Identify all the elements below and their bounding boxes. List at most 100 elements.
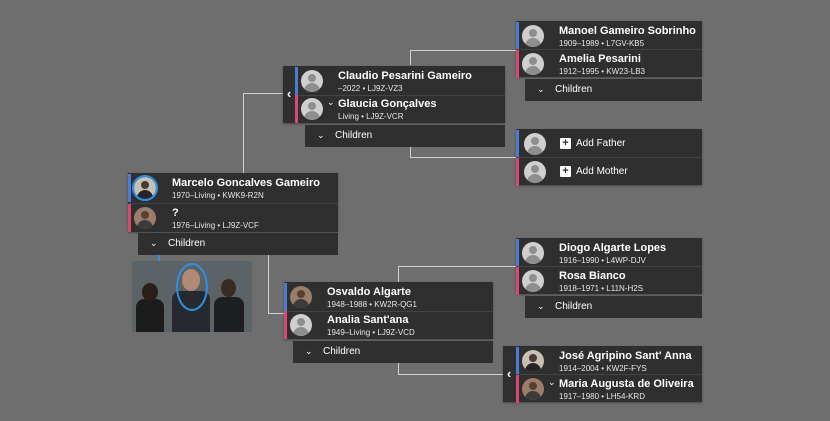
add-father-button[interactable]: + Add Father bbox=[516, 130, 702, 158]
family-photo[interactable] bbox=[132, 261, 252, 332]
connector-line bbox=[410, 50, 411, 65]
chevron-down-icon: ⌄ bbox=[305, 346, 313, 356]
chevron-down-icon[interactable]: ⌄ bbox=[548, 377, 556, 387]
chevron-left-icon[interactable]: ‹ bbox=[506, 366, 512, 381]
chevron-left-icon[interactable]: ‹ bbox=[286, 86, 292, 101]
connector-line bbox=[243, 93, 283, 94]
male-indicator bbox=[295, 67, 298, 95]
children-label: Children bbox=[168, 238, 206, 249]
person-name: Glaucia Gonçalves bbox=[338, 98, 437, 110]
person-placeholder-icon bbox=[522, 53, 544, 75]
chevron-down-icon: ⌄ bbox=[317, 130, 325, 140]
female-indicator bbox=[516, 50, 519, 78]
plus-icon: + bbox=[560, 166, 571, 177]
person-placeholder-icon bbox=[524, 161, 546, 183]
focus-couple-card: Marcelo Goncalves Gameiro 1970–Living • … bbox=[128, 173, 338, 232]
person-osvaldo[interactable]: Osvaldo Algarte 1948–1988 • KW2R-QG1 bbox=[284, 283, 493, 311]
children-label: Children bbox=[323, 346, 361, 357]
person-name: ? bbox=[172, 207, 179, 219]
children-toggle[interactable]: ⌄ Children bbox=[525, 79, 702, 101]
male-indicator bbox=[516, 239, 519, 267]
children-toggle[interactable]: ⌄ Children bbox=[138, 233, 338, 255]
highlight-ring bbox=[176, 263, 208, 311]
person-maria[interactable]: ⌄ Maria Augusta de Oliveira 1917–1980 • … bbox=[516, 375, 702, 403]
person-glaucia[interactable]: ⌄ Glaucia Gonçalves Living • LJ9Z-VCR bbox=[295, 95, 505, 123]
person-lifespan-id: 1976–Living • LJ9Z-VCF bbox=[172, 221, 259, 230]
person-name: Diogo Algarte Lopes bbox=[559, 242, 667, 254]
person-rosa[interactable]: Rosa Bianco 1918–1971 • L11N-H2S bbox=[516, 267, 702, 295]
connector-line bbox=[398, 266, 516, 267]
connector-line bbox=[398, 374, 503, 375]
female-indicator bbox=[295, 95, 298, 123]
person-lifespan-id: 1948–1988 • KW2R-QG1 bbox=[327, 300, 417, 309]
children-label: Children bbox=[555, 84, 593, 95]
person-name: Osvaldo Algarte bbox=[327, 286, 411, 298]
person-placeholder-icon bbox=[301, 98, 323, 120]
person-lifespan-id: Living • LJ9Z-VCR bbox=[338, 112, 404, 121]
female-indicator bbox=[128, 204, 131, 232]
divider bbox=[516, 49, 702, 50]
person-marcelo[interactable]: Marcelo Goncalves Gameiro 1970–Living • … bbox=[128, 174, 338, 202]
children-toggle[interactable]: ⌄ Children bbox=[525, 296, 702, 318]
add-mother-button[interactable]: + Add Mother bbox=[516, 158, 702, 186]
add-father-label: Add Father bbox=[576, 138, 626, 149]
connector-line bbox=[243, 93, 244, 175]
person-lifespan-id: 1912–1995 • KW23-LB3 bbox=[559, 67, 645, 76]
grandparents-card: ‹ José Agripino Sant' Anna 1914–2004 • K… bbox=[503, 346, 702, 403]
male-indicator bbox=[284, 283, 287, 311]
female-indicator bbox=[516, 267, 519, 295]
grandparents-card: Diogo Algarte Lopes 1916–1990 • L4WP-DJV… bbox=[516, 238, 702, 295]
person-analia[interactable]: Analia Sant'ana 1949–Living • LJ9Z-VCD bbox=[284, 311, 493, 339]
paternal-parents-card: ‹ Claudio Pesarini Gameiro –2022 • LJ9Z-… bbox=[283, 66, 505, 123]
connector-line bbox=[410, 50, 516, 51]
connector-line bbox=[398, 362, 399, 374]
person-lifespan-id: 1949–Living • LJ9Z-VCD bbox=[327, 328, 415, 337]
person-photo bbox=[522, 350, 544, 372]
children-label: Children bbox=[555, 301, 593, 312]
person-lifespan-id: 1916–1990 • L4WP-DJV bbox=[559, 256, 646, 265]
divider bbox=[128, 203, 338, 204]
female-indicator bbox=[516, 158, 519, 186]
person-name: Rosa Bianco bbox=[559, 270, 626, 282]
chevron-down-icon[interactable]: ⌄ bbox=[327, 97, 335, 107]
person-photo bbox=[290, 286, 312, 308]
person-photo bbox=[134, 207, 156, 229]
children-toggle[interactable]: ⌄ Children bbox=[305, 125, 505, 147]
plus-icon: + bbox=[560, 138, 571, 149]
connector-line bbox=[268, 253, 269, 313]
male-indicator bbox=[516, 347, 519, 375]
person-photo bbox=[522, 378, 544, 400]
person-placeholder-icon bbox=[290, 314, 312, 336]
person-placeholder-icon bbox=[522, 242, 544, 264]
children-toggle[interactable]: ⌄ Children bbox=[293, 341, 493, 363]
connector-line bbox=[268, 313, 284, 314]
person-lifespan-id: 1970–Living • KWK9-R2N bbox=[172, 191, 264, 200]
person-manoel[interactable]: Manoel Gameiro Sobrinho 1909–1989 • L7GV… bbox=[516, 22, 702, 50]
chevron-down-icon: ⌄ bbox=[537, 301, 545, 311]
person-name: Analia Sant'ana bbox=[327, 314, 409, 326]
divider bbox=[516, 157, 702, 158]
male-indicator bbox=[516, 130, 519, 158]
person-name: Maria Augusta de Oliveira bbox=[559, 378, 694, 390]
person-lifespan-id: 1917–1980 • LH54-KRD bbox=[559, 392, 645, 401]
maternal-parents-card: Osvaldo Algarte 1948–1988 • KW2R-QG1 Ana… bbox=[284, 282, 493, 339]
person-amelia[interactable]: Amelia Pesarini 1912–1995 • KW23-LB3 bbox=[516, 50, 702, 78]
person-diogo[interactable]: Diogo Algarte Lopes 1916–1990 • L4WP-DJV bbox=[516, 239, 702, 267]
person-placeholder-icon bbox=[522, 270, 544, 292]
add-parents-card: + Add Father + Add Mother bbox=[516, 129, 702, 186]
person-placeholder-icon bbox=[301, 70, 323, 92]
divider bbox=[516, 374, 702, 375]
children-label: Children bbox=[335, 130, 373, 141]
divider bbox=[284, 311, 493, 312]
male-indicator bbox=[128, 174, 131, 202]
connector-line bbox=[410, 157, 516, 158]
person-unknown-spouse[interactable]: ? 1976–Living • LJ9Z-VCF bbox=[128, 204, 338, 232]
connector-line bbox=[398, 266, 399, 282]
person-claudio[interactable]: Claudio Pesarini Gameiro –2022 • LJ9Z-VZ… bbox=[295, 67, 505, 95]
person-name: Marcelo Goncalves Gameiro bbox=[172, 177, 320, 189]
add-mother-label: Add Mother bbox=[576, 166, 628, 177]
person-jose[interactable]: José Agripino Sant' Anna 1914–2004 • KW2… bbox=[516, 347, 702, 375]
female-indicator bbox=[284, 311, 287, 339]
person-placeholder-icon bbox=[522, 25, 544, 47]
male-indicator bbox=[516, 22, 519, 50]
